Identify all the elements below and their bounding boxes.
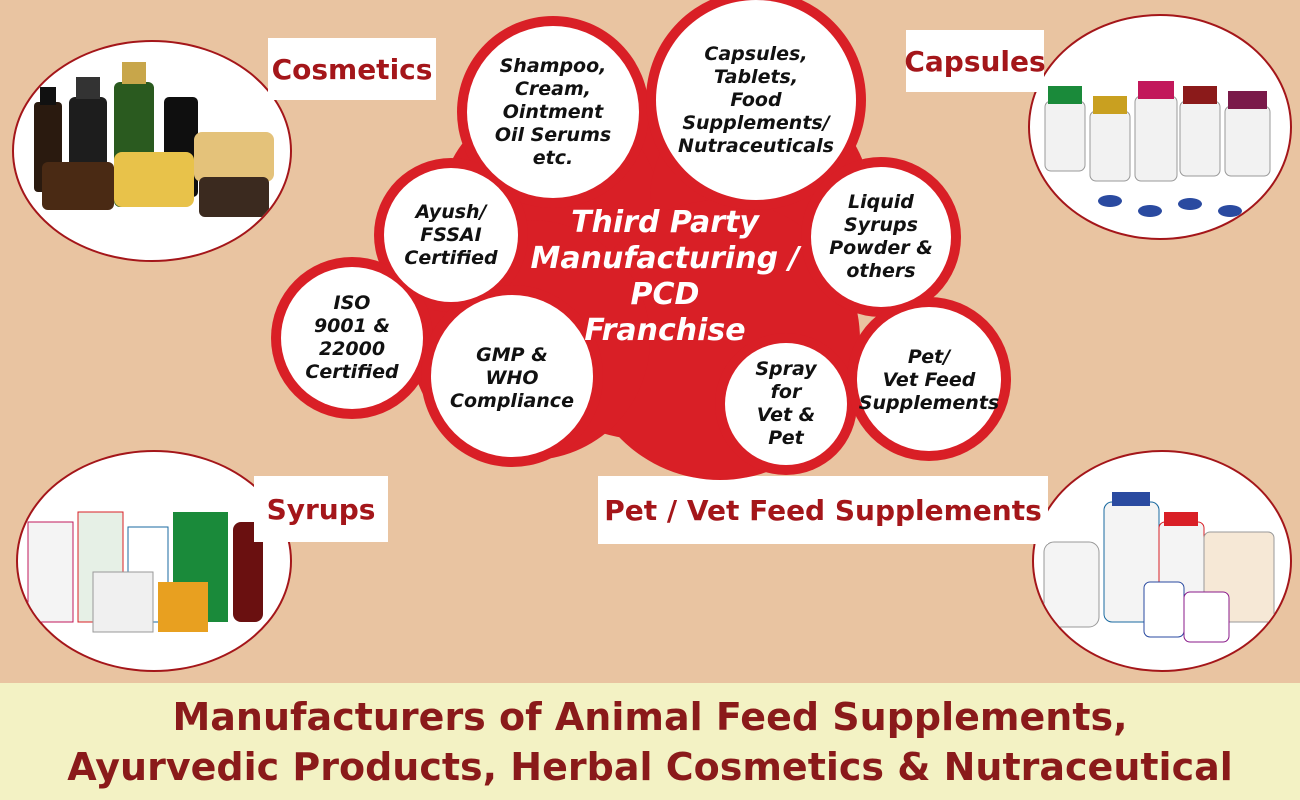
petvet-bubble bbox=[857, 307, 1001, 451]
capsules-label-text: Capsules bbox=[904, 44, 1046, 78]
footer-line-1: Manufacturers of Animal Feed Supplements… bbox=[172, 694, 1128, 739]
cosmetics-label-text: Cosmetics bbox=[271, 52, 433, 86]
petvet-bubble-text: Pet/ Vet Feed Supplements bbox=[858, 345, 1000, 414]
pet-vet-product-image bbox=[1032, 450, 1292, 672]
capsules-bottles-illustration bbox=[1044, 81, 1271, 217]
center-title-line-2: Manufacturing / bbox=[530, 241, 800, 276]
capsules-bubble-text: Capsules, Tablets, Food Supplements/ Nut… bbox=[678, 42, 834, 157]
shampoo-bubble-text: Shampoo, Cream, Ointment Oil Serums etc. bbox=[494, 54, 612, 169]
shampoo-bubble bbox=[467, 26, 639, 198]
ayush-bubble-text: Ayush/ FSSAI Certified bbox=[404, 200, 498, 269]
gmp-bubble bbox=[431, 295, 593, 457]
footer-banner: Manufacturers of Animal Feed Supplements… bbox=[0, 680, 1300, 800]
cosmetics-label: Cosmetics bbox=[268, 38, 436, 100]
spray-bubble-text: Spray for Vet & Pet bbox=[755, 358, 817, 449]
gmp-bubble-text: GMP & WHO Compliance bbox=[450, 343, 574, 412]
pet-vet-label-text: Pet / Vet Feed Supplements bbox=[604, 493, 1042, 527]
spray-bubble bbox=[725, 343, 847, 465]
iso-bubble bbox=[281, 267, 423, 409]
syrups-product-image bbox=[16, 450, 292, 672]
syrups-boxes-illustration bbox=[27, 511, 263, 633]
center-title-line-1: Third Party bbox=[571, 205, 759, 240]
ayush-bubble bbox=[384, 168, 518, 302]
capsules-bubble bbox=[656, 0, 856, 200]
footer-line-2: Ayurvedic Products, Herbal Cosmetics & N… bbox=[67, 744, 1233, 789]
liquid-bubble-text: Liquid Syrups Powder & others bbox=[829, 191, 933, 282]
pet-vet-containers-illustration bbox=[1043, 492, 1275, 643]
cosmetics-bottles-illustration bbox=[34, 62, 274, 217]
center-title-line-3: PCD bbox=[630, 277, 700, 312]
syrups-label: Syrups bbox=[254, 476, 388, 542]
syrups-label-text: Syrups bbox=[266, 492, 376, 526]
iso-bubble-text: ISO 9001 & 22000 Certified bbox=[305, 292, 399, 383]
capsules-label: Capsules bbox=[904, 30, 1046, 92]
center-title: Third Party Manufacturing / PCD Franchis… bbox=[500, 205, 830, 349]
center-title-line-4: Franchise bbox=[584, 313, 746, 348]
capsules-product-image bbox=[1028, 14, 1292, 240]
liquid-bubble bbox=[811, 167, 951, 307]
cosmetics-product-image bbox=[12, 40, 292, 262]
pet-vet-label: Pet / Vet Feed Supplements bbox=[598, 476, 1048, 544]
